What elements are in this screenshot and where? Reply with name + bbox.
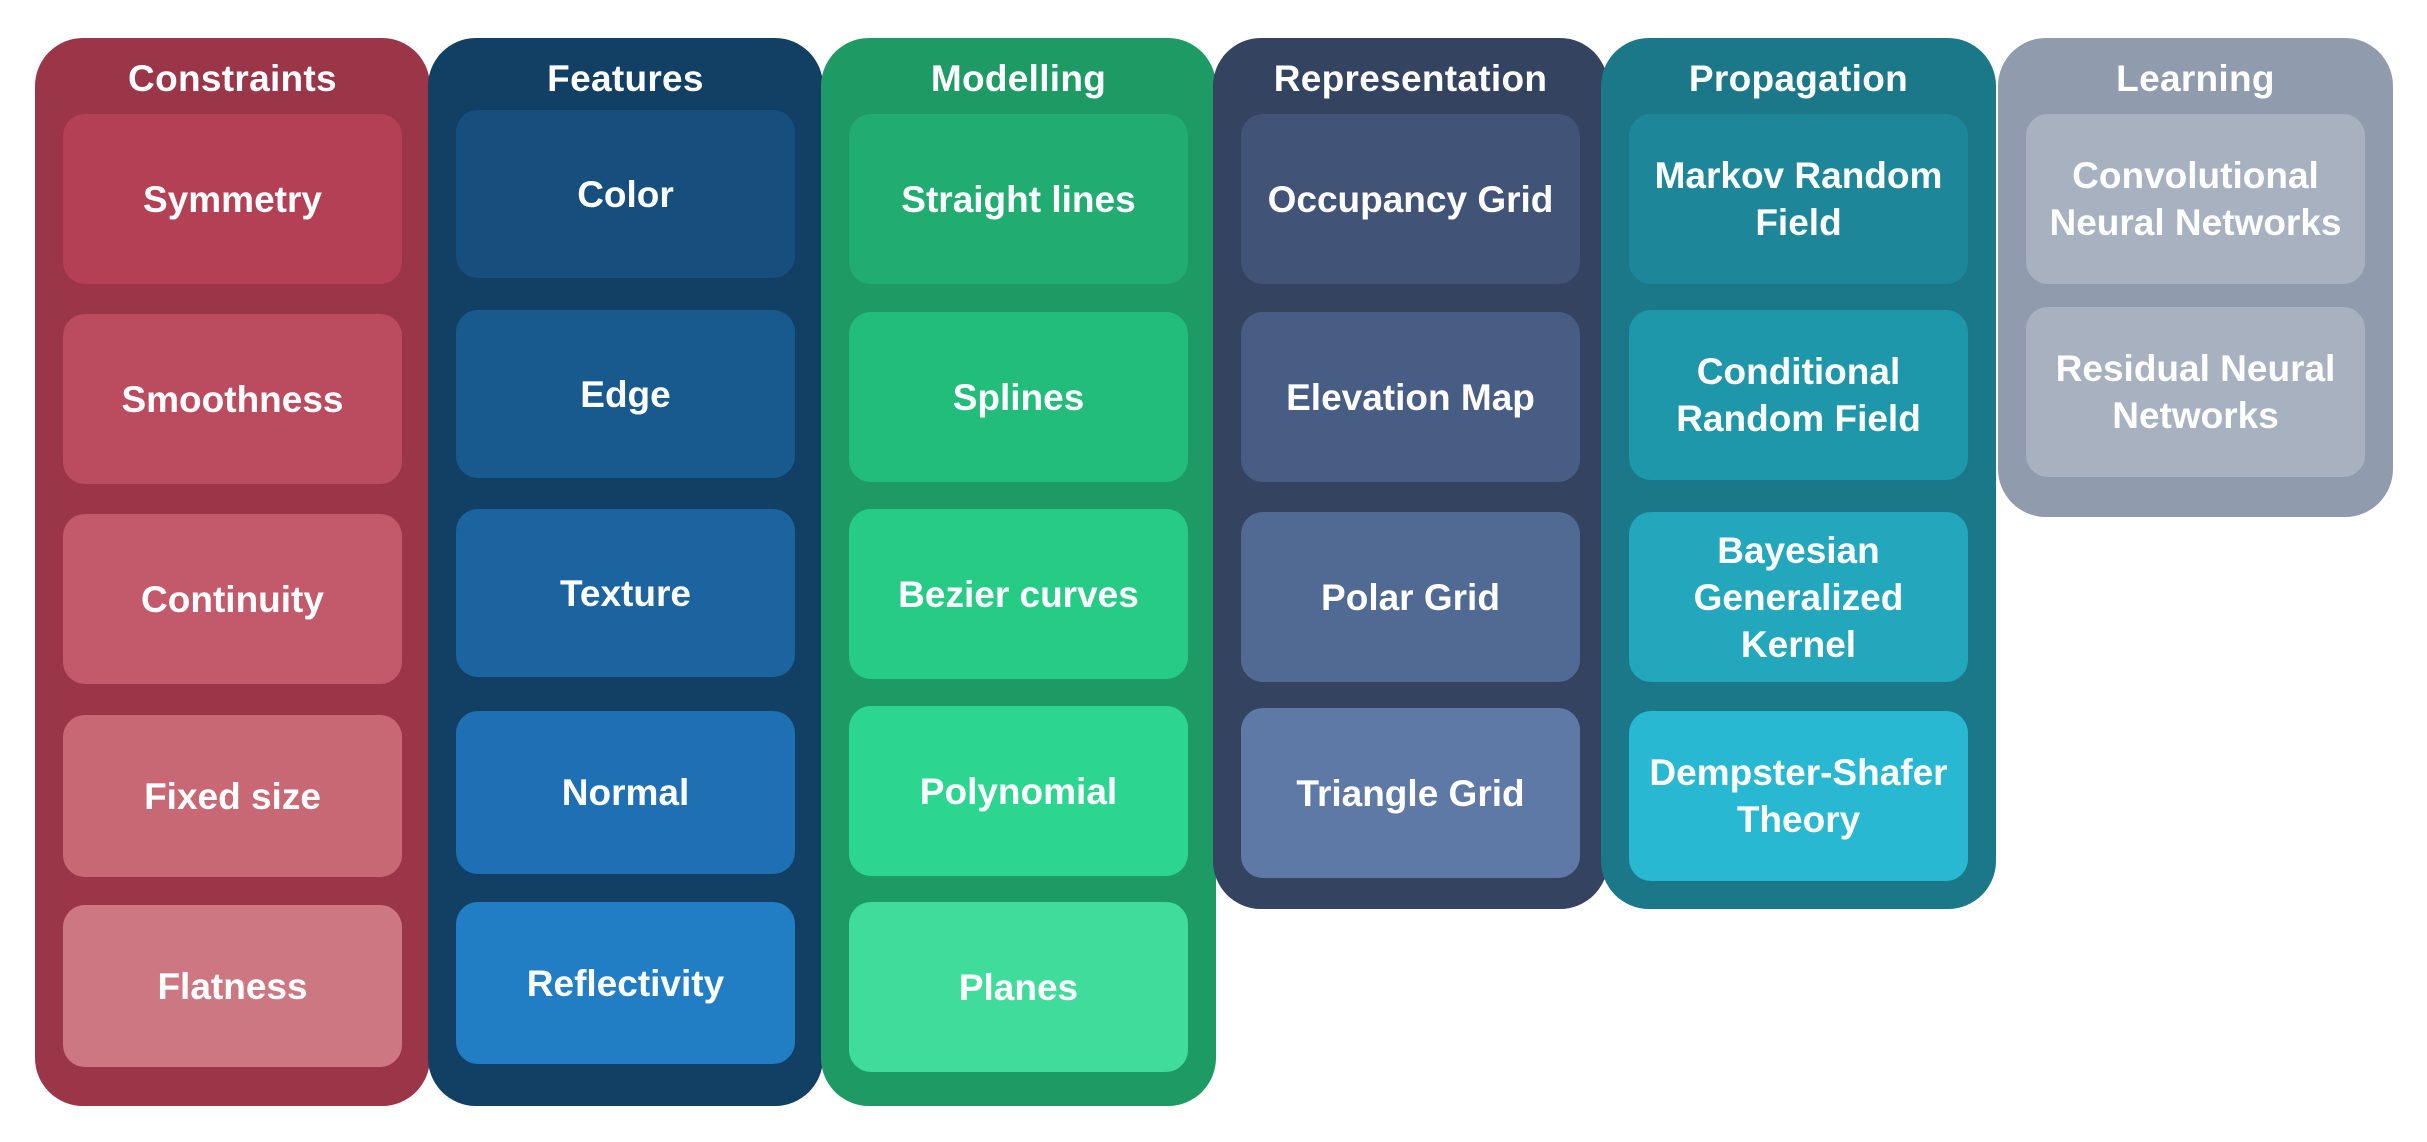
card-polynomial: Polynomial: [849, 706, 1188, 876]
card-occupancy-grid: Occupancy Grid: [1241, 114, 1580, 284]
card-convolutional-neural-networks: Convolutional Neural Networks: [2026, 114, 2365, 284]
card-markov-random-field: Markov Random Field: [1629, 114, 1968, 284]
card-flatness: Flatness: [63, 905, 402, 1067]
column-title: Learning: [2116, 58, 2275, 99]
column-modelling: Modelling Straight lines Splines Bezier …: [821, 38, 1216, 1106]
card-splines: Splines: [849, 312, 1188, 482]
card-color: Color: [456, 110, 795, 278]
card-continuity: Continuity: [63, 514, 402, 684]
column-title: Constraints: [128, 58, 337, 99]
card-dempster-shafer-theory: Dempster-Shafer Theory: [1629, 711, 1968, 881]
card-bayesian-generalized-kernel: Bayesian Generalized Kernel: [1629, 512, 1968, 682]
card-bezier-curves: Bezier curves: [849, 509, 1188, 679]
card-texture: Texture: [456, 509, 795, 677]
card-triangle-grid: Triangle Grid: [1241, 708, 1580, 878]
column-propagation: Propagation Markov Random Field Conditio…: [1601, 38, 1996, 909]
card-smoothness: Smoothness: [63, 314, 402, 484]
column-features: Features Color Edge Texture Normal Refle…: [428, 38, 823, 1106]
column-learning: Learning Convolutional Neural Networks R…: [1998, 38, 2393, 517]
card-planes: Planes: [849, 902, 1188, 1072]
column-constraints: Constraints Symmetry Smoothness Continui…: [35, 38, 430, 1106]
card-reflectivity: Reflectivity: [456, 902, 795, 1064]
card-elevation-map: Elevation Map: [1241, 312, 1580, 482]
card-symmetry: Symmetry: [63, 114, 402, 284]
card-polar-grid: Polar Grid: [1241, 512, 1580, 682]
card-normal: Normal: [456, 711, 795, 874]
column-title: Propagation: [1688, 58, 1909, 99]
card-edge: Edge: [456, 310, 795, 478]
column-title: Representation: [1273, 58, 1548, 99]
card-straight-lines: Straight lines: [849, 114, 1188, 284]
column-representation: Representation Occupancy Grid Elevation …: [1213, 38, 1608, 909]
card-conditional-random-field: Conditional Random Field: [1629, 310, 1968, 480]
card-fixed-size: Fixed size: [63, 715, 402, 877]
column-title: Features: [547, 58, 704, 99]
card-residual-neural-networks: Residual Neural Networks: [2026, 307, 2365, 477]
column-title: Modelling: [930, 58, 1107, 99]
